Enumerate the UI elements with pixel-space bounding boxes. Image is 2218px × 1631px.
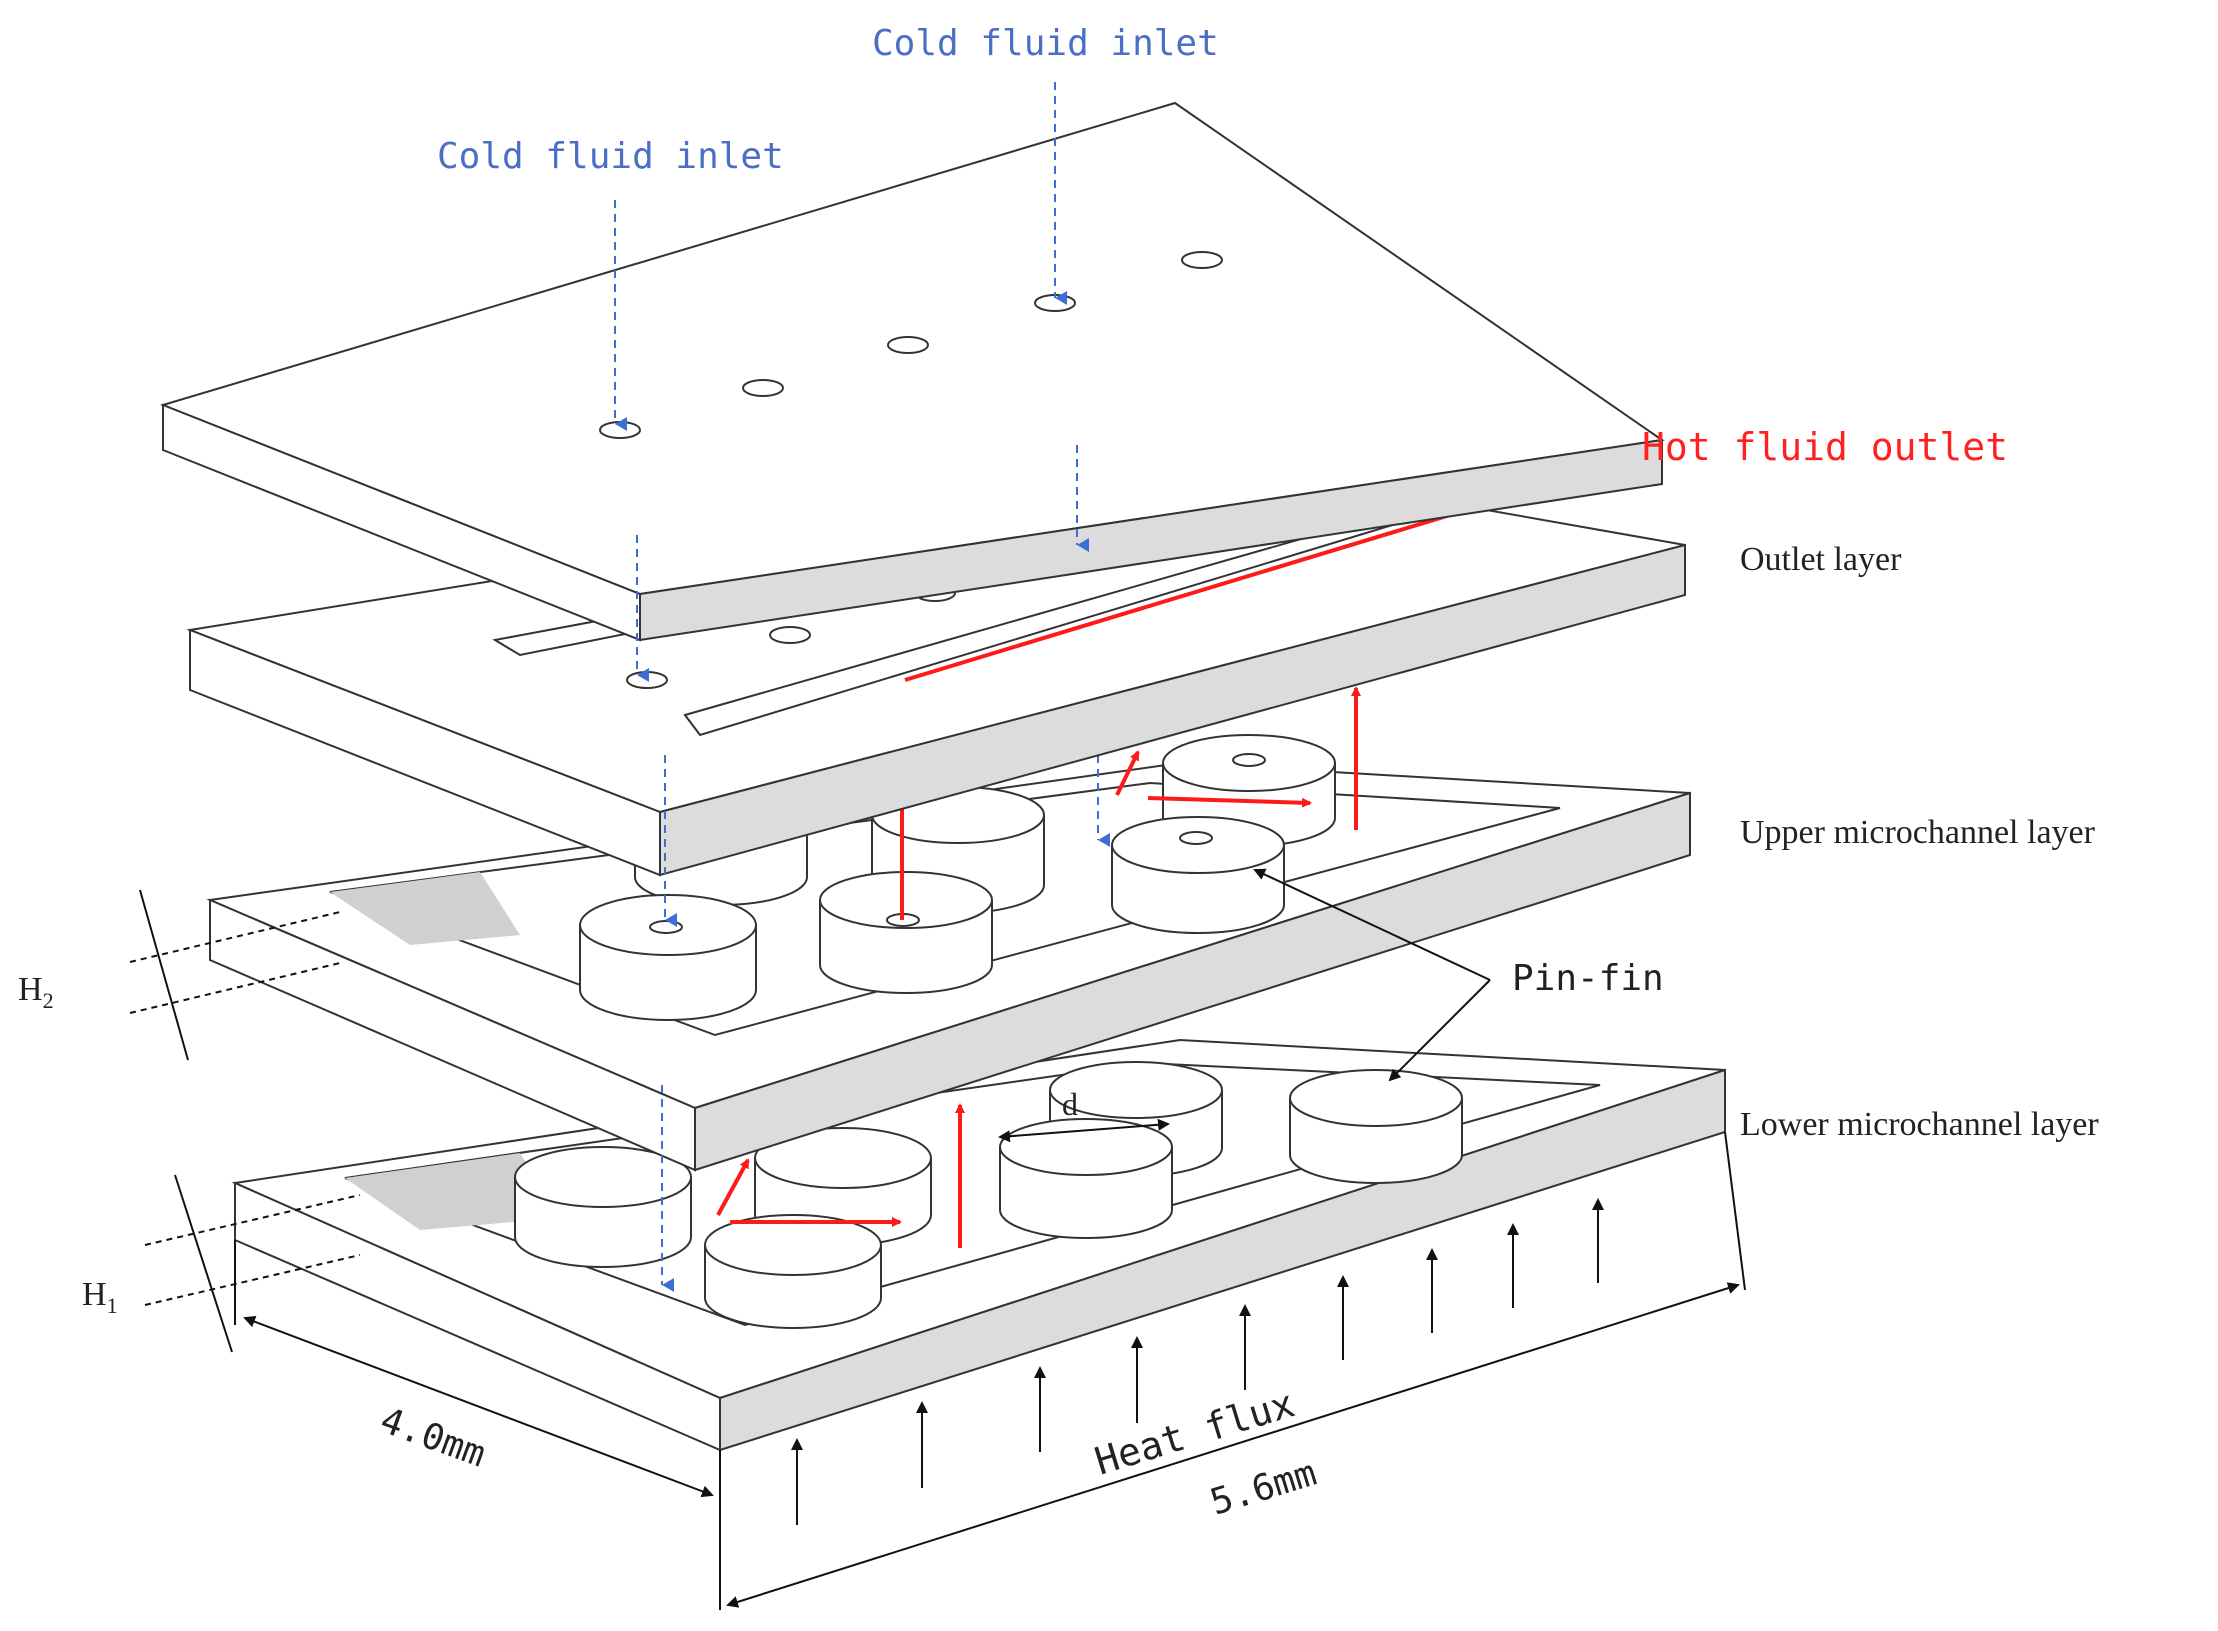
diameter-label: d (1062, 1086, 1078, 1122)
cold-inlet-label-left: Cold fluid inlet (437, 136, 784, 177)
upper-layer-cavity-shade (330, 872, 520, 945)
h1-subscript: 1 (107, 1293, 118, 1318)
outlet-layer-right-face (659, 543, 1686, 877)
lower-pin-fins (514, 1061, 1463, 1329)
lower-microchannel-layer (231, 1038, 1726, 1452)
cold-inlet-label-top: Cold fluid inlet (872, 23, 1219, 64)
h2-letter: H (18, 971, 43, 1008)
pin-fin (704, 1214, 882, 1329)
pin-fin-label: Pin-fin (1512, 958, 1664, 999)
lower-flow-arrows (716, 1103, 965, 1248)
pin-fin (579, 894, 757, 1021)
hot-outlet-label: Hot fluid outlet (1642, 425, 2008, 469)
h2-label: H2 (18, 971, 54, 1013)
h2-subscript: 2 (43, 988, 54, 1013)
upper-layer-right-face (694, 791, 1691, 1172)
pin-fin (999, 1118, 1173, 1239)
diameter-dimension: d (998, 1086, 1170, 1143)
outlet-layer (186, 461, 1686, 877)
lower-layer-cavity-shade (345, 1153, 560, 1230)
pin-fin (819, 871, 993, 994)
lower-layer-label: Lower microchannel layer (1740, 1106, 2099, 1143)
pin-fin-callout (1253, 868, 1491, 1082)
pin-fin (1111, 816, 1285, 934)
inlet-layer-right-face (639, 438, 1663, 642)
pin-fin (514, 1146, 692, 1268)
outlet-layer-label: Outlet layer (1740, 541, 1902, 578)
width-dimension-label: 4.0mm (375, 1400, 491, 1476)
cold-inlet-arrows (614, 82, 1089, 1292)
pin-fin (1289, 1069, 1463, 1184)
h1-label: H1 (82, 1276, 118, 1318)
h1-letter: H (82, 1276, 107, 1313)
inlet-cover-layer (159, 101, 1665, 642)
dimension-lines (129, 889, 1746, 1610)
upper-layer-label: Upper microchannel layer (1740, 814, 2096, 851)
length-dimension-label: 5.6mm (1206, 1453, 1322, 1524)
